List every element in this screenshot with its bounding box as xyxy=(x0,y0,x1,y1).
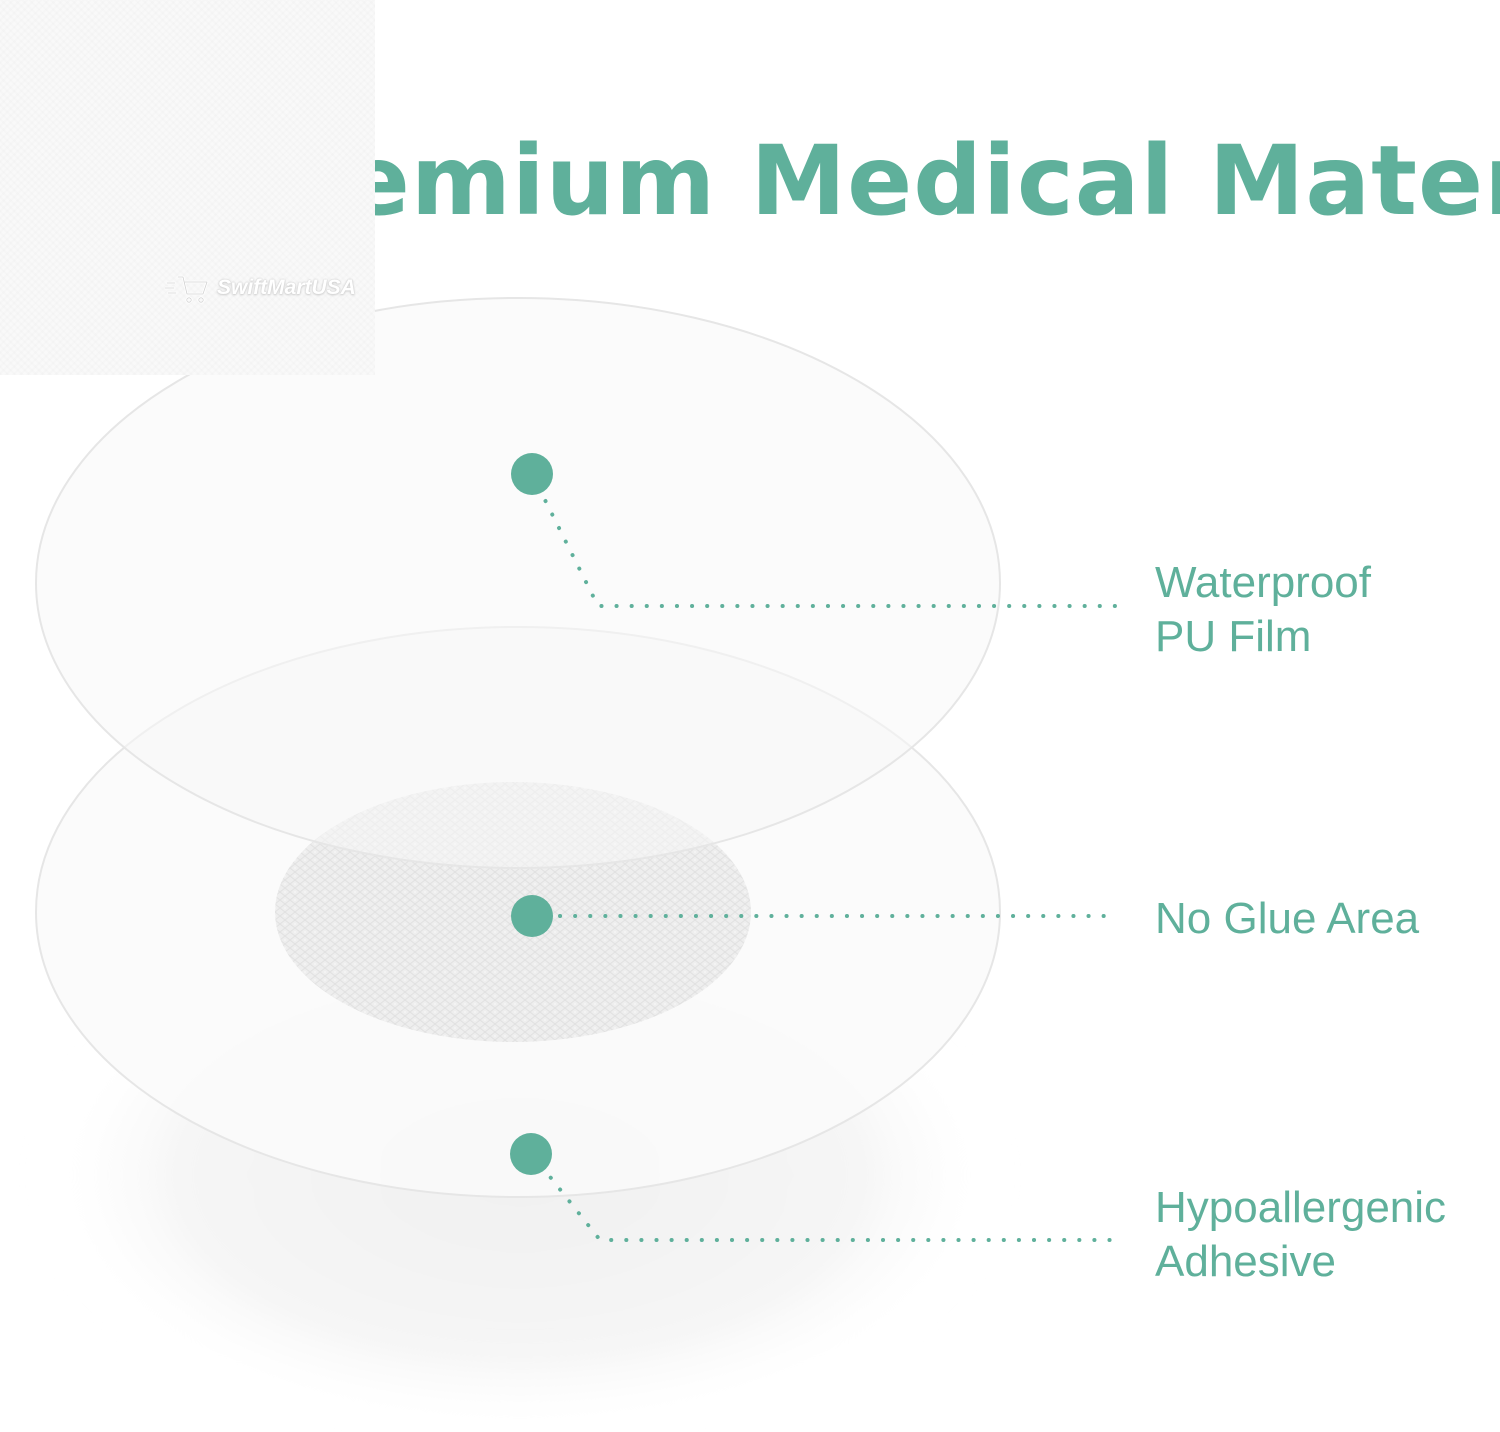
brand-watermark: SwiftMartUSA xyxy=(165,272,356,304)
pu-film-disc xyxy=(36,298,1000,868)
callout-line: Hypoallergenic xyxy=(1155,1181,1446,1235)
callout-no-glue-area: No Glue Area xyxy=(1155,892,1419,946)
page-title: Premium Medical Materials xyxy=(225,116,1500,246)
callout-line: Adhesive xyxy=(1155,1235,1446,1289)
callout-line: No Glue Area xyxy=(1155,892,1419,946)
callout-line: Waterproof xyxy=(1155,556,1371,610)
callout-waterproof-pu-film: Waterproof PU Film xyxy=(1155,556,1371,664)
pu-film-marker xyxy=(511,453,553,495)
no-glue-marker xyxy=(511,895,553,937)
brand-name: SwiftMartUSA xyxy=(217,276,356,300)
adhesive-marker xyxy=(510,1133,552,1175)
callout-hypoallergenic-adhesive: Hypoallergenic Adhesive xyxy=(1155,1181,1446,1289)
shopping-cart-icon xyxy=(165,272,211,304)
watermark-panel: SwiftMartUSA xyxy=(0,0,375,375)
callout-line: PU Film xyxy=(1155,610,1371,664)
